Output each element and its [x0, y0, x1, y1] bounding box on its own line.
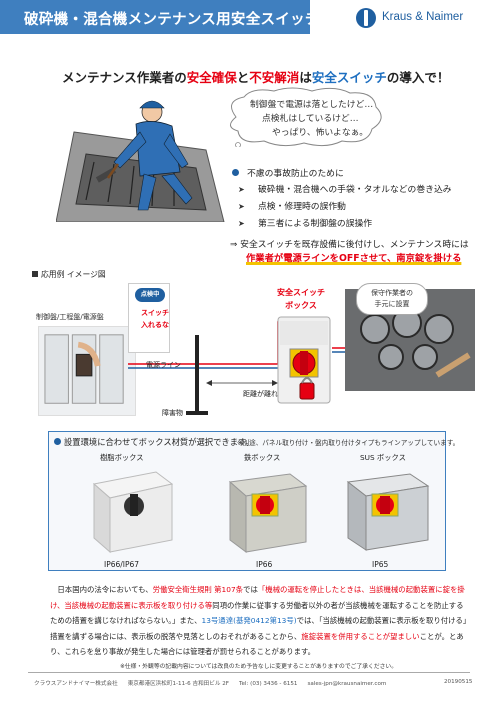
footer-address: 東京都港区浜松町1-11-6 吉和田ビル 2F [127, 681, 230, 687]
regulation-part: 同項の作業に従事する労働者以外の者が当該機械を運転することを防止するための措置を… [50, 600, 464, 626]
enclosure-rating-resin: IP66/IP67 [104, 560, 140, 569]
enclosure-name-sus: SUS ボックス [360, 453, 406, 462]
section-label: 応用例 イメージ図 [32, 269, 106, 280]
tag-text-1: スイッチ [141, 309, 169, 317]
regulation-highlight: 「機械の運転を停止したときは、当該機械の起動装置に錠を掛け、当該機械の起動装置に… [50, 585, 465, 610]
power-line-label: 電源ライン [146, 361, 181, 369]
thought-line-2: 点検札はしているけど… [262, 114, 359, 124]
bullet-dot-icon [54, 438, 61, 445]
tag-text-2: 入れるな [141, 321, 169, 329]
bullet-dot-icon [232, 169, 239, 176]
logo-mark-icon [356, 8, 376, 28]
regulation-part: ことが。とあり、これらを怠り事故が発生した場合には管理者が罰せられることがありま… [50, 631, 464, 657]
headline-part: の導入で！ [386, 70, 450, 85]
enclosure-intro-text: 設置環境に合わせてボックス材質が選択できます。 [64, 437, 254, 447]
footer-email[interactable]: sales-jpn@krausnaimer.com [307, 681, 387, 687]
distance-label: 距離が離れている [243, 390, 299, 398]
safety-switch-title: 安全スイッチ ボックス [268, 286, 334, 312]
regulation-part: では、「当該機械の起動装置に表示板を取り付ける」措置を講ずる場合には、表示板の脱… [50, 616, 467, 641]
arrowhead-icon: ➤ [238, 219, 245, 228]
bullet-main: 不慮の事故防止のために [232, 166, 344, 179]
enclosure-intro: 設置環境に合わせてボックス材質が選択できます。 [54, 436, 254, 448]
footer-company: クラウスアンドナイマー株式会社 [34, 681, 118, 687]
safety-switch-title-2: ボックス [285, 301, 317, 310]
obstacle-post [186, 335, 208, 415]
enclosure-rating-steel: IP66 [256, 560, 273, 569]
headline-part: と [236, 70, 250, 85]
worker-side-callout: 保守作業者の 手元に設置 [356, 283, 428, 315]
enclosure-note: ※別途、パネル取り付け・盤内取り付けタイプもラインアップしています。 [237, 439, 460, 447]
bullet-item: ➤ 破砕機・混合機への手袋・タオルなどの巻き込み [238, 182, 452, 195]
company-logo: Kraus & Naimer [356, 8, 486, 28]
bullet-main-text: 不慮の事故防止のために [247, 169, 344, 179]
bullet-item-text: 第三者による制御盤の誤操作 [258, 219, 373, 229]
safety-switch-box-image [277, 316, 331, 404]
regulation-part: では [243, 585, 258, 594]
footer: クラウスアンドナイマー株式会社 東京都港区浜松町1-11-6 吉和田ビル 2F Te… [34, 679, 396, 687]
enclosure-rating-sus: IP65 [372, 560, 389, 569]
control-panel-label: 制御盤/工程盤/電源盤 [36, 313, 104, 321]
footer-divider [28, 672, 470, 673]
page-title: 破砕機・混合機メンテナンス用安全スイッチ [24, 12, 320, 28]
square-bullet-icon [32, 271, 38, 277]
headline-part: メンテナンス作業者の [62, 70, 187, 85]
regulation-highlight: 施錠装置を併用することが望ましい [301, 631, 420, 641]
sus-box-image [346, 473, 430, 551]
bullet-item: ➤ 点検・修理時の誤作動 [238, 199, 346, 212]
headline-part: は [299, 70, 312, 85]
obstacle-label: 障害物 [162, 409, 183, 417]
thought-cloud [230, 87, 382, 147]
thought-line-3: やっぱり、怖いよなぁ。 [272, 128, 369, 138]
headline-highlight: 安全確保 [186, 70, 237, 85]
regulation-text: 日本国内の法令においても、労働安全衛生規則 第107条では「機械の運転を停止した… [50, 582, 468, 660]
emphasis-text: 作業者が電源ラインをOFFさせて、南京錠を掛ける [246, 253, 462, 264]
headline-highlight: 不安解消 [249, 70, 300, 85]
logo-text: Kraus & Naimer [382, 11, 464, 23]
enclosure-name-steel: 鉄ボックス [244, 453, 281, 462]
disclaimer-note: ※仕様・外観等の記載内容については改良のため予告なしに変更することがありますので… [120, 664, 398, 670]
control-panel-image [38, 326, 136, 416]
headline-highlight: 安全スイッチ [311, 70, 387, 85]
regulation-highlight: 労働安全衛生規則 第107条 [152, 585, 244, 594]
worker-side-text-2: 手元に設置 [374, 300, 410, 308]
bullet-item-text: 破砕機・混合機への手袋・タオルなどの巻き込み [258, 185, 452, 195]
implication-text: ⇒ 安全スイッチを既存設備に後付けし、メンテナンス時には [230, 240, 469, 250]
headline: メンテナンス作業者の安全確保と不安解消は安全スイッチの導入で！ [62, 67, 449, 86]
resin-box-image [92, 471, 174, 554]
footer-tel: Tel: (03) 3436 - 6151 [239, 681, 298, 687]
arrowhead-icon: ➤ [238, 202, 245, 211]
inspection-tag: 点検中 スイッチ 入れるな [128, 283, 170, 353]
arrowhead-icon: ➤ [238, 185, 245, 194]
steel-box-image [228, 473, 308, 553]
bullet-item: ➤ 第三者による制御盤の誤操作 [238, 216, 372, 229]
header-bar [0, 0, 310, 34]
regulation-highlight: 13号通達(基発0412第13号) [201, 616, 297, 625]
thought-line-1: 制御盤で電源は落としたけど… [250, 100, 374, 110]
worker-illustration [56, 100, 225, 222]
regulation-part: 日本国内の法令においても、 [57, 585, 153, 594]
footer-date: 20190515 [444, 679, 473, 685]
tag-bubble: 点検中 [135, 288, 165, 302]
enclosure-name-resin: 樹脂ボックス [100, 453, 144, 462]
safety-switch-title-1: 安全スイッチ [277, 288, 325, 297]
worker-side-text-1: 保守作業者の [371, 289, 413, 297]
distance-arrow [206, 380, 278, 386]
section-label-text: 応用例 イメージ図 [41, 270, 106, 279]
bullet-item-text: 点検・修理時の誤作動 [258, 202, 346, 212]
